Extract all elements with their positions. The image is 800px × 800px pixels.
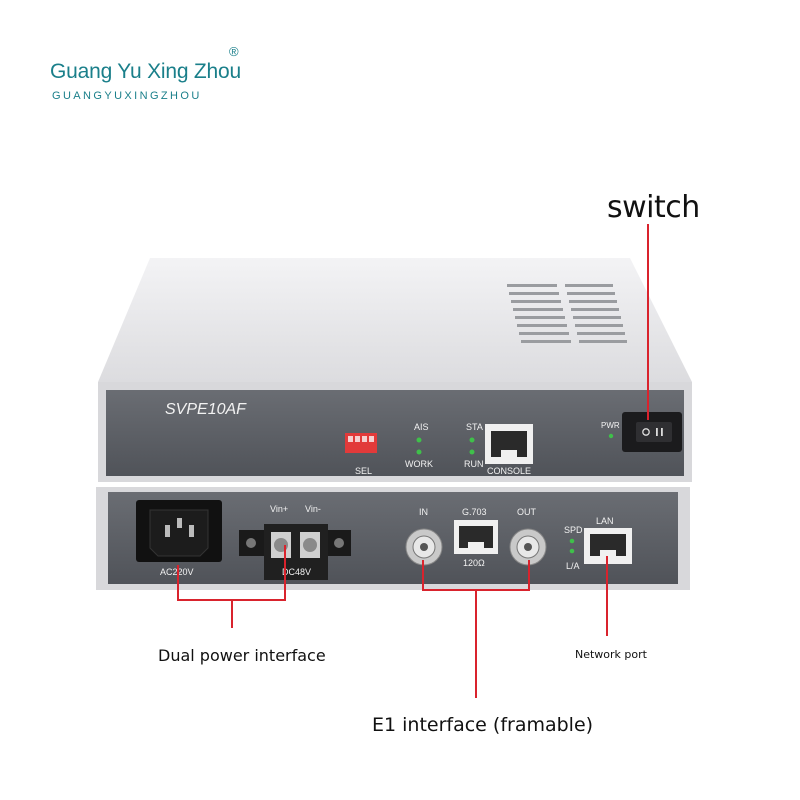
- ais-label: AIS: [414, 422, 429, 432]
- run-label: RUN: [464, 459, 484, 469]
- switch-callout: switch: [607, 190, 700, 225]
- run-led: [469, 449, 475, 455]
- out-label: OUT: [517, 507, 537, 517]
- brand-logo: Guang Yu Xing Zhou: [50, 60, 241, 83]
- work-label: WORK: [405, 459, 433, 469]
- console-label: CONSOLE: [487, 466, 531, 476]
- model-label: SVPE10AF: [165, 401, 247, 418]
- work-led: [416, 449, 422, 455]
- callout-lines: [177, 224, 649, 698]
- dc-label: DC48V: [282, 567, 311, 577]
- upper-unit-top: [98, 258, 692, 382]
- bnc-in-connector[interactable]: [405, 528, 443, 566]
- upper-front-panel: [106, 390, 684, 476]
- la-led: [569, 548, 575, 554]
- sta-label: STA: [466, 422, 483, 432]
- g703-label: G.703: [462, 507, 487, 517]
- in-label: IN: [419, 507, 428, 517]
- vin-minus-label: Vin-: [305, 504, 321, 514]
- sta-led: [469, 437, 475, 443]
- pwr-led: [608, 433, 614, 439]
- lan-label: LAN: [596, 516, 614, 526]
- ac-label: AC220V: [160, 567, 194, 577]
- bnc-out-connector[interactable]: [509, 528, 547, 566]
- spd-label: SPD: [564, 525, 583, 535]
- registered-mark: ®: [229, 44, 239, 59]
- dual-power-callout: Dual power interface: [158, 646, 326, 665]
- ohm-label: 120Ω: [463, 558, 485, 568]
- vin-plus-label: Vin+: [270, 504, 288, 514]
- vent-slots: [507, 284, 627, 343]
- brand-subtitle: GUANGYUXINGZHOU: [52, 90, 202, 102]
- network-port-callout: Network port: [575, 648, 647, 661]
- la-label: L/A: [566, 561, 580, 571]
- ais-led: [416, 437, 422, 443]
- spd-led: [569, 538, 575, 544]
- pwr-label: PWR: [601, 421, 620, 430]
- e1-interface-callout: E1 interface (framable): [372, 714, 594, 736]
- sel-label: SEL: [355, 466, 372, 476]
